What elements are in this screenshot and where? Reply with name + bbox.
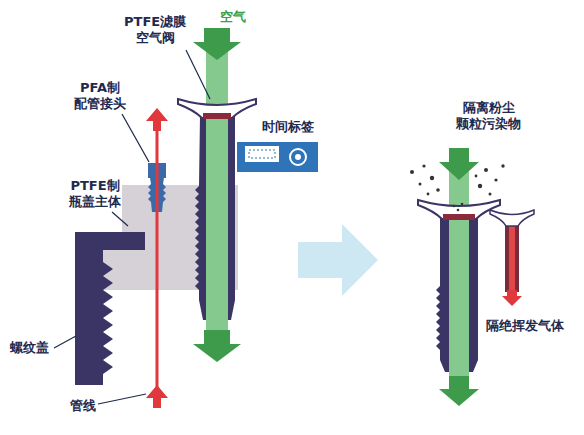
transition-arrow [298, 224, 378, 296]
filter-seal [203, 113, 231, 119]
time-tag [237, 142, 318, 172]
gas-valve-detail [490, 210, 534, 306]
filter-valve-detail [410, 148, 505, 406]
component-label: 时间标签 [262, 119, 314, 135]
component-label: 管线 [70, 398, 96, 414]
component-label: PTFE滤膜 空气阀 [124, 14, 186, 46]
filter-disc [178, 99, 256, 118]
component-label: 螺纹盖 [10, 340, 49, 356]
flow-label: 空气 [220, 9, 246, 25]
thread-cap [75, 232, 145, 385]
function-label: 隔离粉尘 颗粒污染物 [456, 100, 521, 132]
component-label: PTFE制 瓶盖主体 [69, 178, 121, 210]
function-label: 隔绝挥发气体 [486, 318, 564, 334]
tube-line [146, 108, 168, 408]
leader-lines [54, 50, 210, 404]
component-label: PFA制 配管接头 [74, 80, 126, 112]
